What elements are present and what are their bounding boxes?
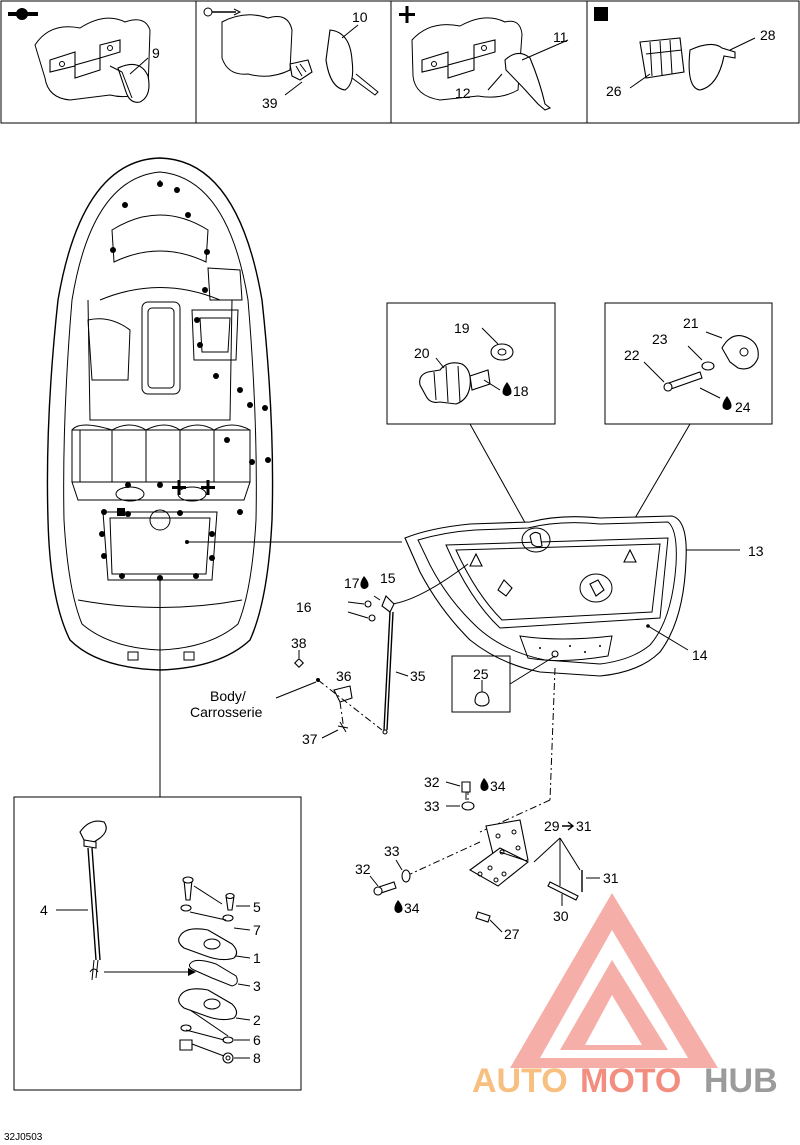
callout-28: 28: [760, 27, 776, 43]
legend-panel-3: 11 12: [399, 6, 569, 111]
detail-box-plug: 25: [451, 655, 556, 713]
plus-markers: [172, 480, 215, 495]
detail-box-striker: 21 23 22 24: [604, 302, 773, 425]
callout-30: 30: [553, 908, 569, 924]
callout-32-bottom: 32: [355, 861, 371, 877]
callout-7: 7: [253, 922, 261, 938]
callout-9: 9: [152, 45, 160, 61]
callout-19: 19: [454, 320, 470, 336]
callout-34-top: 34: [490, 778, 506, 794]
drop-icon: [360, 576, 369, 589]
callout-12: 12: [455, 85, 471, 101]
drop-icon: [722, 396, 732, 410]
callout-25: 25: [473, 666, 489, 682]
callout-6: 6: [253, 1032, 261, 1048]
callout-35: 35: [410, 668, 426, 684]
callout-26: 26: [606, 83, 622, 99]
fastener-markers: [99, 181, 271, 581]
callout-5: 5: [253, 899, 261, 915]
callout-21: 21: [683, 315, 699, 331]
callout-14: 14: [692, 647, 708, 663]
callout-16: 16: [296, 599, 312, 615]
callout-13: 13: [748, 543, 764, 559]
callout-1: 1: [253, 950, 261, 966]
square-icon: [594, 7, 608, 21]
callout-4: 4: [40, 902, 48, 918]
callout-37: 37: [302, 731, 318, 747]
diagram-code: 32J0503: [4, 1132, 43, 1143]
watermark-moto: MOTO: [580, 1062, 681, 1100]
detail-box-latch: 19 20 18: [386, 302, 556, 425]
callout-2: 2: [253, 1012, 261, 1028]
callout-10: 10: [352, 9, 368, 25]
callout-24: 24: [735, 399, 751, 415]
watermark-hub: HUB: [704, 1062, 778, 1100]
legend-strip: 9 10 39: [0, 0, 800, 124]
callout-20: 20: [414, 345, 430, 361]
legend-panel-1: 9: [8, 8, 160, 103]
watermark-logo: AUTO MOTO HUB: [472, 893, 778, 1100]
callout-11: 11: [553, 29, 568, 45]
callout-15: 15: [380, 570, 396, 586]
drop-icon: [394, 900, 403, 913]
detail-box-dipstick: 4 5 7 1 3 2 6 8: [13, 796, 302, 1091]
callout-38: 38: [291, 635, 307, 651]
watermark-auto: AUTO: [472, 1062, 568, 1100]
callout-33-bottom: 33: [384, 843, 400, 859]
body-label-line1: Body/: [210, 688, 246, 704]
drop-icon: [502, 382, 512, 396]
callout-23: 23: [652, 331, 668, 347]
hull-top-view: [46, 157, 402, 797]
callout-27: 27: [504, 926, 520, 942]
callout-17: 17: [344, 575, 360, 591]
callout-22: 22: [624, 347, 640, 363]
body-label-line2: Carrosserie: [190, 704, 263, 720]
circle-dash-icon: [8, 8, 38, 20]
drop-icon: [480, 778, 489, 791]
storage-lid: 13 14: [404, 515, 764, 677]
callout-31: 31: [603, 870, 619, 886]
callout-33-top: 33: [424, 798, 440, 814]
support-rod-assembly: 16 17 15 35 36 38 Body/ Carrosserie 37: [190, 563, 469, 747]
callout-31-range: 31: [576, 818, 592, 834]
hinge-assembly: 31 29 31 30 27 32 34 33 33 32: [355, 667, 619, 942]
legend-panel-2: 10 39: [203, 7, 379, 111]
callout-32-top: 32: [424, 774, 440, 790]
callout-18: 18: [513, 383, 529, 399]
callout-39: 39: [262, 95, 278, 111]
callout-3: 3: [253, 978, 261, 994]
callout-8: 8: [253, 1050, 261, 1066]
callout-34-bottom: 34: [404, 900, 420, 916]
plus-icon: [399, 6, 415, 23]
callout-29: 29: [544, 818, 560, 834]
callout-36: 36: [336, 668, 352, 684]
pin-icon: [203, 7, 242, 17]
legend-panel-4: 28 26: [594, 7, 776, 99]
arrow-icon: [562, 821, 575, 831]
